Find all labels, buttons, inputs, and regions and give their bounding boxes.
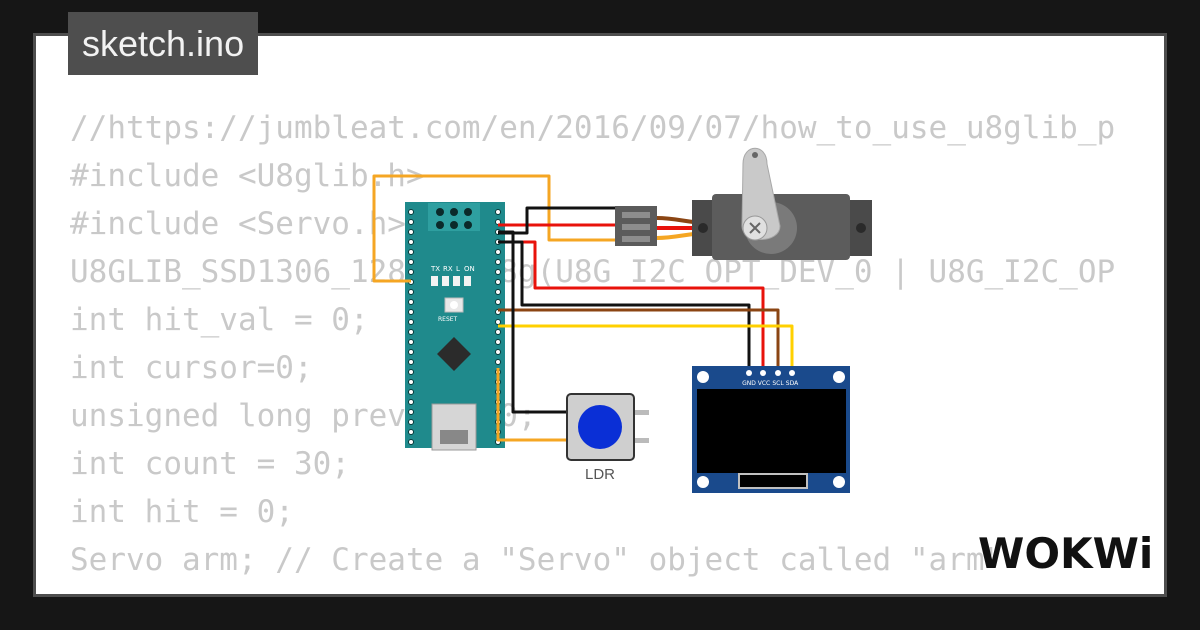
nano-left-pins bbox=[408, 209, 414, 445]
file-tab[interactable]: sketch.ino bbox=[68, 12, 259, 75]
oled-screen bbox=[697, 389, 846, 473]
wire-brown-scl bbox=[498, 308, 780, 370]
nano-label-on: ON bbox=[464, 265, 475, 273]
nano-label-tx: TX bbox=[430, 265, 440, 273]
code-line: Servo arm; // Create a "Servo" object ca… bbox=[70, 542, 1004, 578]
oled-display[interactable]: GND VCC SCL SDA bbox=[692, 366, 850, 493]
oled-ribbon bbox=[738, 473, 808, 489]
wire-yellow-sda bbox=[498, 324, 794, 370]
nano-label-l: L bbox=[456, 265, 460, 273]
wokwi-logo: WOKWi bbox=[978, 529, 1153, 578]
code-line: int hit_val = 0; bbox=[70, 302, 369, 338]
microcontroller-chip bbox=[437, 337, 471, 371]
button-label: LDR bbox=[585, 466, 615, 483]
code-line: #include <U8glib.h> bbox=[70, 158, 425, 194]
wire-black-button bbox=[498, 230, 572, 414]
preview-frame: //https://jumbleat.com/en/2016/09/07/how… bbox=[33, 33, 1167, 597]
oled-pin-gnd: GND bbox=[742, 380, 756, 387]
usb-port-slot bbox=[440, 430, 468, 444]
code-line: int count = 30; bbox=[70, 446, 350, 482]
code-line: float pos = 0.0; // Variable where the a… bbox=[70, 584, 1164, 594]
oled-pin-sda: SDA bbox=[786, 380, 799, 387]
nano-label-rx: RX bbox=[443, 265, 453, 273]
pushbutton[interactable]: LDR bbox=[566, 393, 649, 483]
oled-pin-scl: SCL bbox=[772, 380, 784, 387]
wires bbox=[372, 174, 794, 442]
code-paper: //https://jumbleat.com/en/2016/09/07/how… bbox=[36, 36, 1164, 594]
reset-label: RESET bbox=[438, 316, 458, 323]
code-line: int cursor=0; bbox=[70, 350, 313, 386]
arduino-nano[interactable]: TX RX L ON RESET bbox=[405, 202, 505, 451]
reset-button-cap bbox=[450, 301, 458, 309]
oled-pin-holes bbox=[746, 370, 795, 376]
wire-orange-button bbox=[496, 368, 572, 442]
servo-motor[interactable] bbox=[615, 147, 872, 260]
wire-orange bbox=[372, 174, 620, 283]
code-line: //https://jumbleat.com/en/2016/09/07/how… bbox=[70, 110, 1116, 146]
wokwi-logo-text: WOKWi bbox=[978, 529, 1153, 578]
pushbutton-cap[interactable] bbox=[578, 405, 622, 449]
nano-status-leds bbox=[431, 276, 471, 286]
code-line: int hit = 0; bbox=[70, 494, 294, 530]
code-preview: //https://jumbleat.com/en/2016/09/07/how… bbox=[70, 104, 1164, 594]
code-line: #include <Servo.h> bbox=[70, 206, 406, 242]
wire-black-servo bbox=[498, 206, 622, 235]
oled-pin-vcc: VCC bbox=[758, 380, 770, 387]
